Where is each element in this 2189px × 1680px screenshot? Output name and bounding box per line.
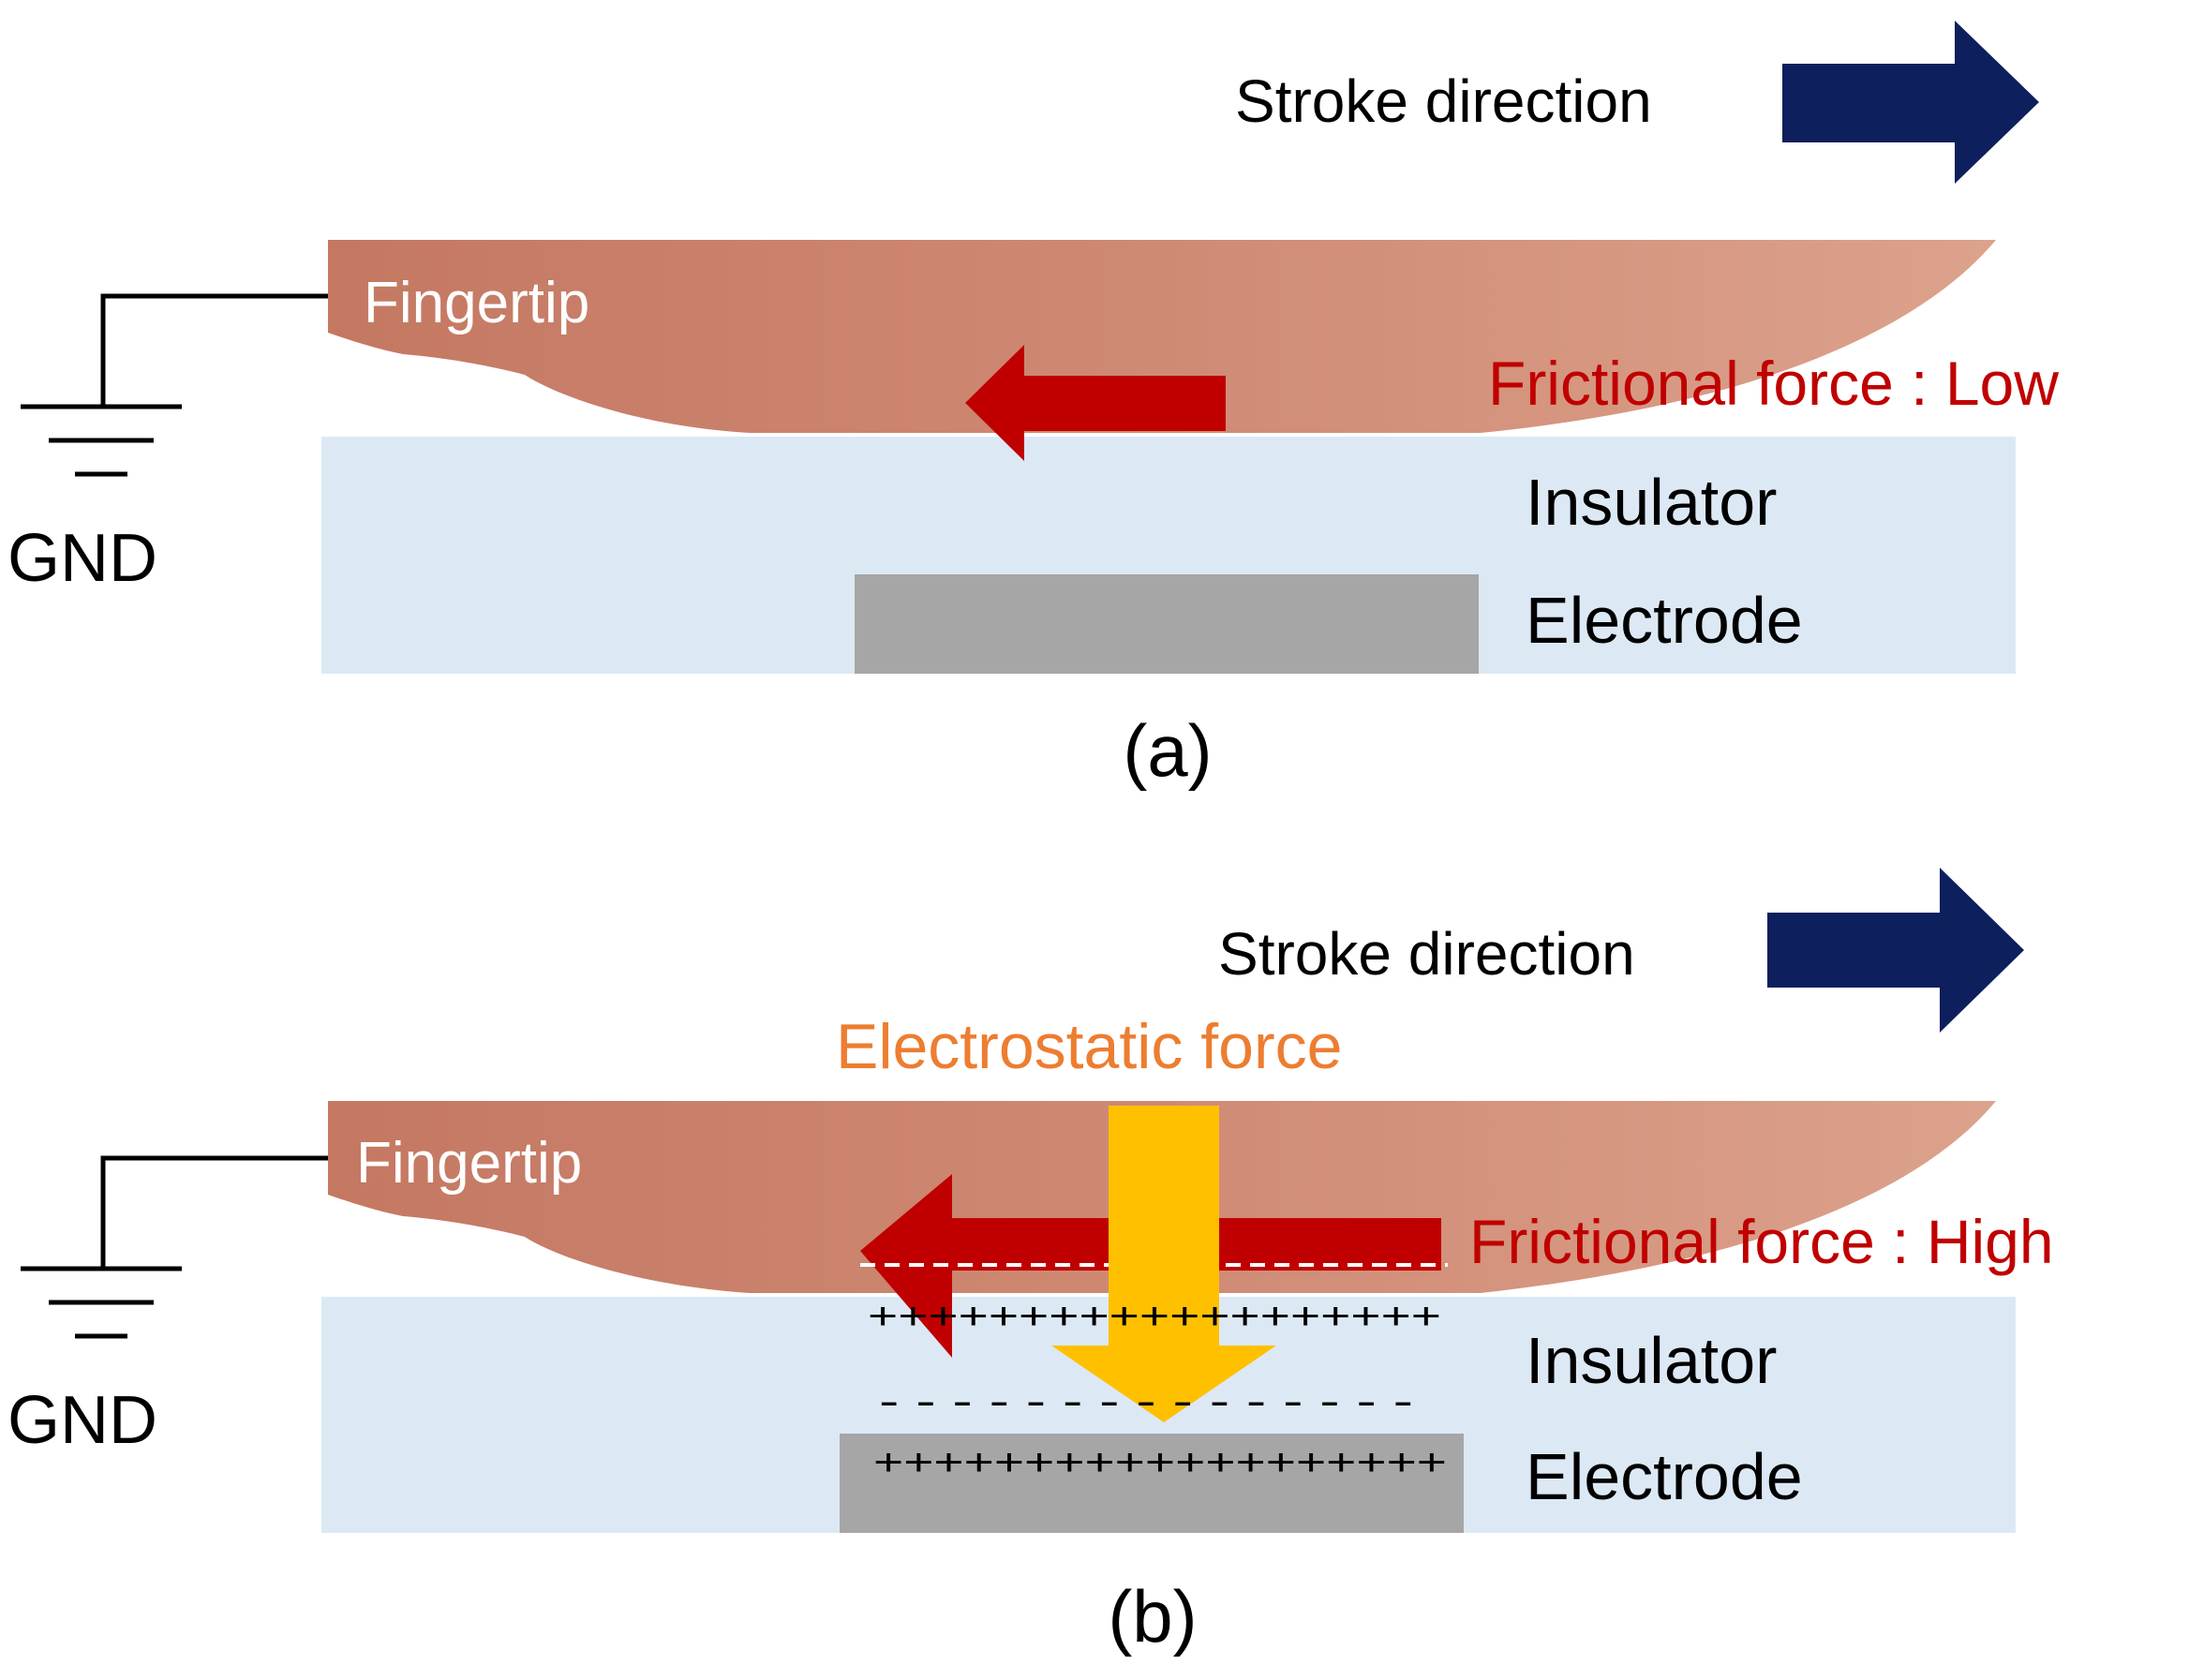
ground-symbol <box>21 1155 328 1339</box>
electrode-positive-charges: +++++++++++++++++++ <box>873 1442 1447 1483</box>
panel-b: Stroke direction Electrostatic force Fin… <box>7 868 2054 1658</box>
stroke-direction-label: Stroke direction <box>1235 67 1652 135</box>
panel-a: Stroke direction Fingertip Frictional fo… <box>7 21 2059 792</box>
gnd-label: GND <box>7 1383 157 1458</box>
insulator-label: Insulator <box>1526 466 1777 539</box>
fingertip-label: Fingertip <box>356 1131 582 1196</box>
fingertip <box>328 240 1996 433</box>
electrode <box>840 1434 1464 1533</box>
insulator-bottom-charges: - - - - - - - - - - - - - - - <box>879 1378 1413 1424</box>
gnd-label: GND <box>7 521 157 596</box>
stroke-direction-label: Stroke direction <box>1218 920 1635 988</box>
friction-label-high: Frictional force : High <box>1469 1207 2054 1276</box>
electrostatic-force-arrow <box>1051 1106 1276 1422</box>
electrostatic-force-label: Electrostatic force <box>836 1011 1342 1082</box>
stroke-direction-arrow <box>1767 868 2024 1033</box>
electrode-label: Electrode <box>1526 1440 1803 1513</box>
friction-arrow-low <box>965 345 1226 461</box>
insulator-top-charges: +++++++++++++++++++ <box>868 1296 1441 1337</box>
panel-caption: (a) <box>1123 709 1212 792</box>
ground-symbol <box>21 293 328 477</box>
panel-caption: (b) <box>1108 1575 1197 1658</box>
electrode-label: Electrode <box>1526 584 1803 657</box>
electrode <box>855 574 1479 674</box>
insulator-label: Insulator <box>1526 1324 1777 1397</box>
stroke-direction-arrow <box>1782 21 2039 184</box>
friction-label-low: Frictional force : Low <box>1488 349 2059 418</box>
fingertip-label: Fingertip <box>364 271 589 335</box>
